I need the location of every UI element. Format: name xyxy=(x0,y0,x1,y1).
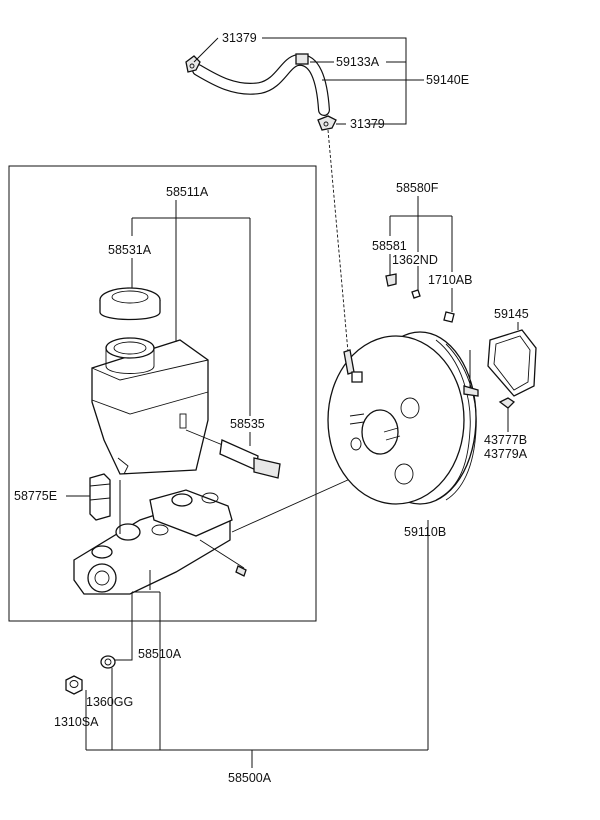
hose-connector xyxy=(295,53,309,65)
label-58580F: 58580F xyxy=(396,181,439,195)
brake-line-fitting xyxy=(89,473,111,521)
label-1362ND: 1362ND xyxy=(392,253,438,267)
fluid-reservoir xyxy=(91,337,209,475)
nut-43777B xyxy=(498,397,516,409)
label-58511A: 58511A xyxy=(166,185,209,199)
level-sensor-connector xyxy=(185,429,281,479)
label-59140E: 59140E xyxy=(426,73,469,87)
label-1360GG: 1360GG xyxy=(86,695,133,709)
master-cylinder-body xyxy=(73,489,247,595)
label-59110B: 59110B xyxy=(404,525,446,539)
label-59133A: 59133A xyxy=(336,55,380,69)
booster-gasket xyxy=(487,329,537,397)
label-59145: 59145 xyxy=(494,307,529,321)
label-31379-top: 31379 xyxy=(222,31,257,45)
label-58510A: 58510A xyxy=(138,647,182,661)
label-43777B: 43777B xyxy=(484,433,527,447)
nut-1310SA xyxy=(65,675,83,695)
master-cylinder-frame xyxy=(8,165,317,622)
label-58775E: 58775E xyxy=(14,489,57,503)
hose-clamp-bottom xyxy=(317,115,337,131)
label-31379-bottom: 31379 xyxy=(350,117,385,131)
vacuum-hose xyxy=(192,53,330,116)
label-43779A: 43779A xyxy=(484,447,528,461)
brake-booster xyxy=(327,331,479,505)
label-58500A: 58500A xyxy=(228,771,272,785)
label-58531A: 58531A xyxy=(108,243,152,257)
clip xyxy=(443,311,455,323)
label-58535: 58535 xyxy=(230,417,265,431)
snap-pin xyxy=(411,289,421,299)
clevis-pin xyxy=(385,273,397,287)
label-1310SA: 1310SA xyxy=(54,715,99,729)
washer-1360GG xyxy=(100,655,116,669)
label-58581: 58581 xyxy=(372,239,407,253)
label-1710AB: 1710AB xyxy=(428,273,472,287)
reservoir-cap xyxy=(99,287,161,321)
